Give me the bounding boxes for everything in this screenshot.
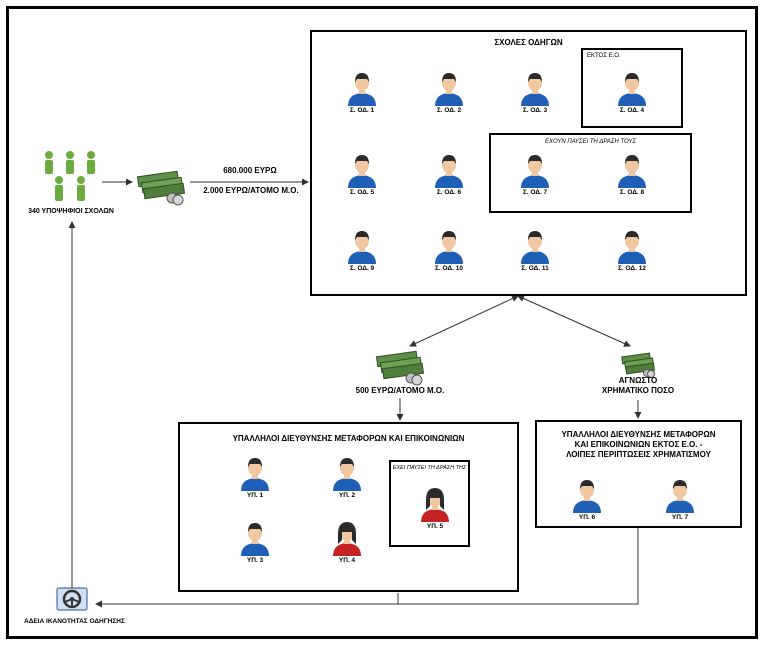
person-caption: ΥΠ. 7 — [671, 514, 689, 521]
ministry-title: ΥΠΑΛΛΗΛΟΙ ΔΙΕΥΘΥΝΣΗΣ ΜΕΤΑΦΟΡΩΝ ΚΑΙ ΕΠΙΚΟ… — [232, 434, 465, 443]
person-caption: Σ. ΟΔ. 8 — [619, 189, 645, 196]
arrow-schools-to-outside — [517, 295, 631, 347]
ministry-outside-title-1: ΥΠΑΛΛΗΛΟΙ ΔΙΕΥΘΥΝΣΗΣ ΜΕΤΑΦΟΡΩΝ — [561, 430, 716, 439]
school-person-icon: Σ. ΟΔ. 2 — [432, 70, 466, 116]
line-outside-to-license — [95, 528, 639, 608]
payment-right-line1: ΑΓΝΩΣΤΟ — [618, 376, 658, 385]
person-caption: Σ. ΟΔ. 7 — [522, 189, 548, 196]
school-person-icon: Σ. ΟΔ. 3 — [518, 70, 552, 116]
payment-main-total: 680.000 ΕΥΡΩ — [223, 166, 277, 175]
employee-person-icon: ΥΠ. 1 — [238, 455, 272, 501]
person-caption: Σ. ΟΔ. 2 — [436, 107, 462, 114]
group-people-icon — [45, 151, 95, 201]
school-person-icon: Σ. ΟΔ. 8 — [615, 152, 649, 198]
ministry-outside-title-3: ΛΟΙΠΕΣ ΠΕΡΙΠΤΩΣΕΙΣ ΧΡΗΜΑΤΙΣΜΟΥ — [566, 450, 711, 459]
license-label: ΑΔΕΙΑ ΙΚΑΝΟΤΗΤΑΣ ΟΔΗΓΗΣΗΣ — [24, 618, 125, 625]
person-caption: Σ. ΟΔ. 10 — [435, 265, 463, 272]
schools-ceased-box: ΕΧΟΥΝ ΠΑΥΣΕΙ ΤΗ ΔΡΑΣΗ ΤΟΥΣ — [489, 133, 692, 213]
payment-left-label: 500 ΕΥΡΩ/ΑΤΟΜΟ Μ.Ο. — [355, 386, 445, 395]
person-caption: Σ. ΟΔ. 4 — [619, 107, 645, 114]
employee-person-icon: ΥΠ. 5 — [418, 486, 452, 532]
ministry-ceased-label: ΕΧΕΙ ΠΑΥΣΕΙ ΤΗ ΔΡΑΣΗ ΤΗΣ — [392, 465, 467, 471]
money-stack-icon — [375, 350, 425, 386]
diagram-frame — [6, 6, 758, 639]
school-person-icon: Σ. ΟΔ. 5 — [345, 152, 379, 198]
school-person-icon: Σ. ΟΔ. 10 — [432, 228, 466, 274]
school-person-icon: Σ. ΟΔ. 9 — [345, 228, 379, 274]
schools-title: ΣΧΟΛΕΣ ΟΔΗΓΩΝ — [494, 38, 563, 47]
payment-right-line2: ΧΡΗΜΑΤΙΚΟ ΠΟΣΟ — [601, 386, 675, 395]
money-stack-icon — [621, 352, 655, 378]
candidates-label: 340 ΥΠΟΨΗΦΙΟΙ ΣΧΟΛΩΝ — [28, 208, 114, 215]
school-person-icon: Σ. ΟΔ. 6 — [432, 152, 466, 198]
person-caption: Σ. ΟΔ. 12 — [618, 265, 646, 272]
person-caption: Σ. ΟΔ. 11 — [521, 265, 549, 272]
steering-wheel-icon — [56, 587, 88, 611]
school-person-icon: Σ. ΟΔ. 11 — [518, 228, 552, 274]
money-stack-icon — [136, 170, 186, 206]
schools-outside-label: ΕΚΤΟΣ Ε.Ο. — [587, 53, 621, 59]
employee-person-icon: ΥΠ. 4 — [330, 520, 364, 566]
employee-person-icon: ΥΠ. 2 — [330, 455, 364, 501]
ministry-outside-box: ΥΠΑΛΛΗΛΟΙ ΔΙΕΥΘΥΝΣΗΣ ΜΕΤΑΦΟΡΩΝ ΚΑΙ ΕΠΙΚΟ… — [535, 420, 742, 528]
school-person-icon: Σ. ΟΔ. 4 — [615, 70, 649, 116]
person-caption: ΥΠ. 5 — [426, 523, 444, 530]
employee-person-icon: ΥΠ. 6 — [570, 477, 604, 523]
person-caption: Σ. ΟΔ. 1 — [349, 107, 375, 114]
arrow-schools-to-ministry — [409, 295, 519, 347]
person-caption: Σ. ΟΔ. 5 — [349, 189, 375, 196]
person-caption: Σ. ΟΔ. 6 — [436, 189, 462, 196]
school-person-icon: Σ. ΟΔ. 1 — [345, 70, 379, 116]
ministry-outside-title-2: ΚΑΙ ΕΠΙΚΟΙΝΩΝΙΩΝ ΕΚΤΟΣ Ε.Ο. - — [574, 440, 703, 449]
schools-ceased-label: ΕΧΟΥΝ ΠΑΥΣΕΙ ΤΗ ΔΡΑΣΗ ΤΟΥΣ — [545, 139, 636, 145]
person-caption: ΥΠ. 6 — [578, 514, 596, 521]
school-person-icon: Σ. ΟΔ. 7 — [518, 152, 552, 198]
employee-person-icon: ΥΠ. 7 — [663, 477, 697, 523]
person-caption: ΥΠ. 2 — [338, 492, 356, 499]
person-caption: Σ. ΟΔ. 3 — [522, 107, 548, 114]
person-caption: ΥΠ. 1 — [246, 492, 264, 499]
school-person-icon: Σ. ΟΔ. 12 — [615, 228, 649, 274]
person-caption: ΥΠ. 4 — [338, 557, 356, 564]
person-caption: Σ. ΟΔ. 9 — [349, 265, 375, 272]
employee-person-icon: ΥΠ. 3 — [238, 520, 272, 566]
person-caption: ΥΠ. 3 — [246, 557, 264, 564]
payment-main-per-person: 2.000 ΕΥΡΩ/ΑΤΟΜΟ Μ.Ο. — [203, 186, 299, 195]
